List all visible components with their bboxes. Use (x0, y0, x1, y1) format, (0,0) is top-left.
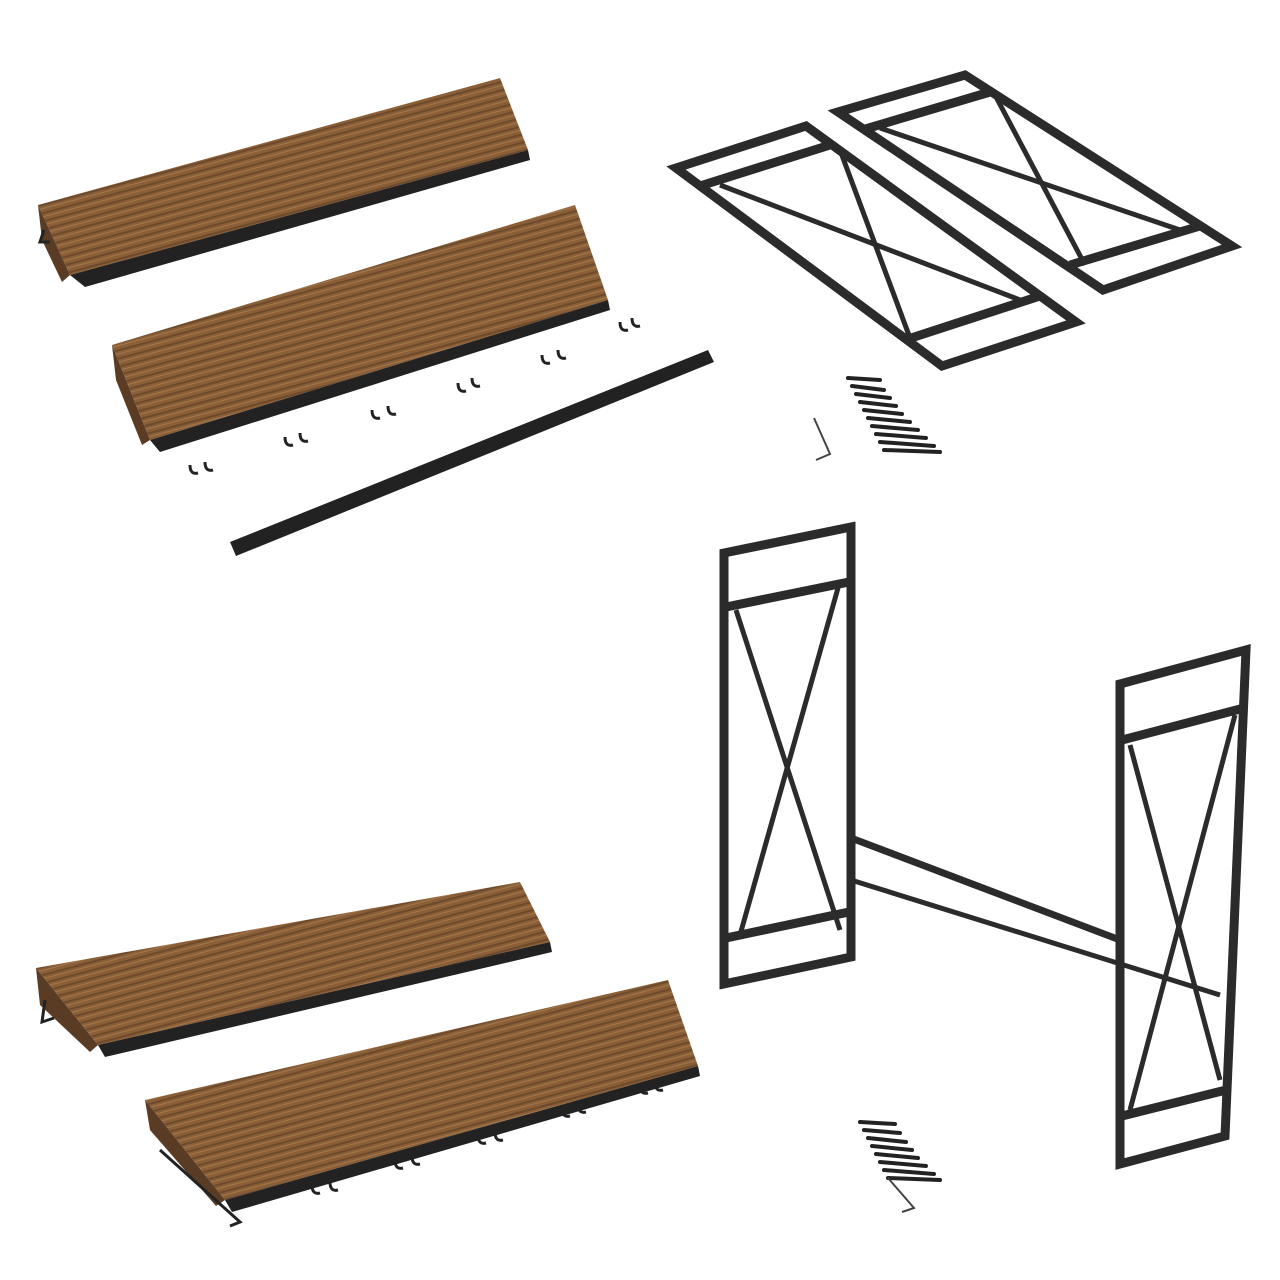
wood-shelf-plain-top (37, 78, 530, 287)
hooks (188, 317, 641, 475)
metal-frame-flat-2 (827, 70, 1243, 295)
screws-top (846, 376, 942, 454)
allen-wrench-icon (887, 1177, 916, 1213)
screws-bottom (858, 1120, 942, 1182)
allen-wrench-icon (813, 417, 832, 461)
metal-crossbar (230, 350, 714, 556)
hooks (310, 1081, 664, 1195)
metal-frame-flat-1 (666, 121, 1086, 372)
wood-shelf-hooks-bottom (145, 980, 700, 1228)
assembled-metal-frame (719, 521, 1251, 1170)
wood-shelf-plain-bottom (36, 882, 552, 1057)
wood-shelf-hooks-top (112, 205, 641, 475)
